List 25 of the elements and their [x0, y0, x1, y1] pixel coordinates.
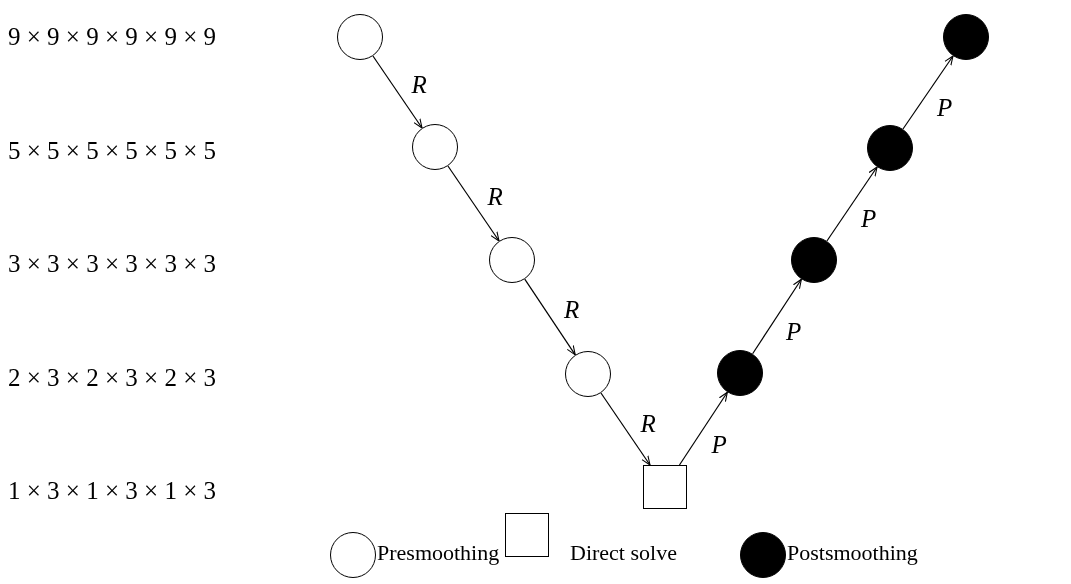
grid-size-label: 9 × 9 × 9 × 9 × 9 × 9	[8, 22, 216, 52]
circle-node	[943, 14, 989, 60]
arrow	[524, 278, 576, 356]
square-node	[643, 465, 687, 509]
grid-size-label: 2 × 3 × 2 × 3 × 2 × 3	[8, 362, 216, 393]
circle-node	[412, 124, 458, 170]
circle-node	[867, 125, 913, 171]
circle-node	[565, 351, 611, 397]
legend-label: Presmoothing	[377, 539, 500, 567]
legend-label: Direct solve	[570, 539, 677, 567]
grid-size-label: 3 × 3 × 3 × 3 × 3 × 3	[8, 249, 216, 279]
arrow	[826, 166, 878, 242]
arrow	[678, 391, 728, 466]
arrow	[447, 165, 500, 242]
circle-node	[717, 350, 763, 396]
circle-node	[337, 14, 383, 60]
arrow	[372, 55, 423, 129]
legend-label: Postsmoothing	[787, 539, 918, 567]
arrow	[752, 278, 802, 355]
grid-size-label: 5 × 5 × 5 × 5 × 5 × 5	[8, 135, 216, 166]
arrow	[600, 392, 651, 466]
circle-node	[489, 237, 535, 283]
arrow	[902, 55, 954, 130]
circle-node	[791, 237, 837, 283]
grid-size-label: 1 × 3 × 1 × 3 × 1 × 3	[8, 476, 216, 506]
